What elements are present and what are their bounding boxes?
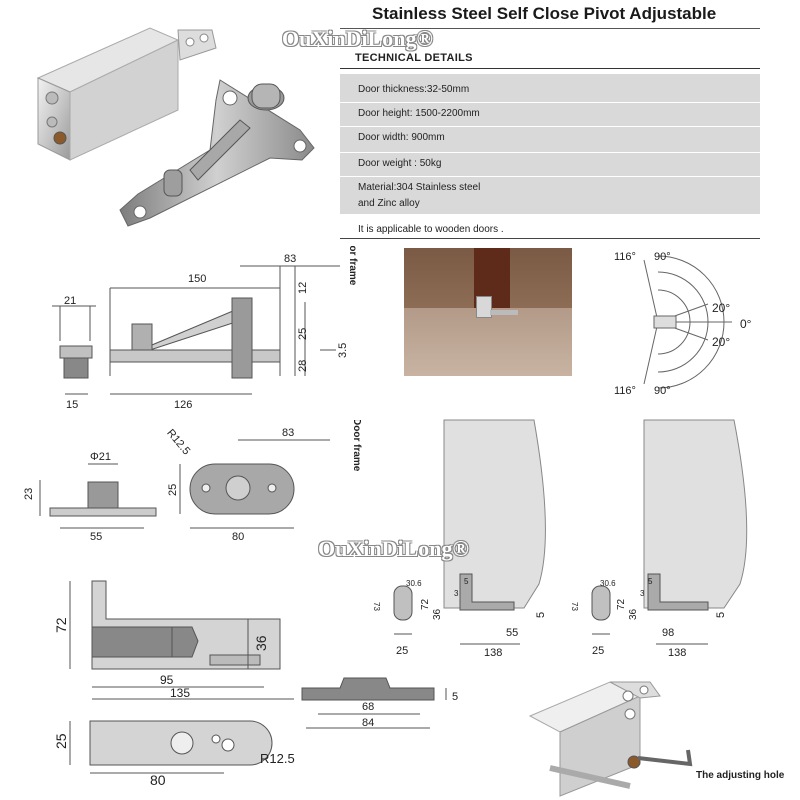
install-l-3: 3	[454, 589, 459, 598]
spec-door-weight: Door weight : 50kg	[358, 158, 442, 169]
section-drawing: 72 36 95 135 25 80 R12.5	[53, 580, 295, 785]
section-36: 36	[253, 635, 269, 651]
install-r-25: 25	[592, 645, 604, 657]
watermark-top: OuXinDiLong®	[282, 26, 433, 51]
watermark-middle: OuXinDiLong®	[318, 536, 469, 561]
dim-phi-21: Φ21	[90, 451, 111, 463]
dim-126: 126	[174, 399, 192, 411]
page-title: Stainless Steel Self Close Pivot Adjusta…	[372, 4, 717, 23]
angle-116-bottom: 116°	[614, 385, 636, 397]
section-135: 135	[170, 686, 190, 700]
bottom-plate-drawing: Φ21 23 55 R12.5 83 25 80 Door frame	[23, 420, 362, 540]
angle-20-upper: 20°	[712, 301, 730, 315]
door-frame-label-top: Door frame	[347, 246, 358, 286]
adjusting-photo	[528, 681, 693, 797]
dim-25: 25	[297, 328, 309, 340]
install-r-5a: 5	[648, 577, 653, 586]
install-l-72: 72	[420, 598, 431, 610]
product-photo	[36, 27, 315, 227]
dim-25-plate: 25	[167, 484, 179, 496]
small-plate-drawing: 68 84 5	[301, 677, 458, 729]
install-diagrams: 30.6 5 3 73 72 36 25 138 55 5 30.6 5 3 7…	[372, 419, 748, 659]
dim-15: 15	[66, 399, 78, 411]
door-photo	[404, 248, 572, 376]
small-plate-68: 68	[362, 701, 374, 713]
install-l-5a: 5	[464, 577, 469, 586]
install-r-73: 73	[570, 602, 579, 611]
dim-83: 83	[284, 253, 296, 265]
spec-material: Material:304 Stainless steel	[358, 182, 481, 193]
dim-28: 28	[297, 360, 309, 372]
technical-details-divider	[340, 68, 760, 69]
angle-90-bottom: 90°	[654, 385, 671, 397]
spec-door-thickness: Door thickness:32-50mm	[358, 84, 470, 95]
plan-25: 25	[53, 733, 69, 749]
install-l-25: 25	[396, 645, 408, 657]
install-r-36: 36	[628, 608, 639, 620]
install-r-30-6: 30.6	[600, 579, 616, 588]
top-view-drawing: 21 15 150 83 12 25 28 3.5 126 Door frame	[52, 246, 358, 411]
spec-material-cont: and Zinc alloy	[358, 198, 420, 209]
applicability-note: It is applicable to wooden doors .	[358, 224, 504, 235]
angle-20-lower: 20°	[712, 335, 730, 349]
spec-door-width: Door width: 900mm	[358, 132, 445, 143]
door-frame-label-bottom: Door frame	[351, 420, 362, 472]
install-l-30-6: 30.6	[406, 579, 422, 588]
title-divider	[340, 28, 760, 29]
angle-diagram: 116° 90° 20° 0° 20° 116° 90°	[614, 251, 752, 397]
section-72: 72	[53, 617, 69, 633]
dim-23: 23	[23, 488, 35, 500]
section-95: 95	[160, 673, 174, 687]
angle-116-top: 116°	[614, 251, 636, 263]
plan-80: 80	[150, 772, 166, 785]
dim-12: 12	[297, 282, 309, 294]
install-l-36: 36	[432, 608, 443, 620]
dim-21: 21	[64, 295, 76, 307]
install-r-72: 72	[616, 598, 627, 610]
spec-door-height: Door height: 1500-2200mm	[358, 108, 480, 119]
angle-90-top: 90°	[654, 251, 671, 263]
install-l-5b: 5	[535, 612, 547, 618]
applicability-divider	[340, 238, 760, 239]
install-l-73: 73	[372, 602, 381, 611]
dim-80-plate: 80	[232, 531, 244, 540]
install-l-138: 138	[484, 647, 502, 659]
install-r-138: 138	[668, 647, 686, 659]
plan-r12-5: R12.5	[260, 751, 295, 766]
adjusting-hole-caption: The adjusting hole	[696, 770, 785, 781]
dim-83-plate: 83	[282, 427, 294, 439]
install-r-98: 98	[662, 627, 674, 639]
angle-0: 0°	[740, 317, 752, 331]
spec-table: Door thickness:32-50mm Door height: 1500…	[340, 74, 760, 214]
dim-150: 150	[188, 273, 206, 285]
install-r-5b: 5	[715, 612, 727, 618]
technical-details-heading: TECHNICAL DETAILS	[355, 52, 473, 64]
small-plate-5: 5	[452, 691, 458, 703]
dim-r12-5-top: R12.5	[164, 427, 192, 457]
dim-55: 55	[90, 531, 102, 540]
install-r-3: 3	[640, 589, 645, 598]
small-plate-84: 84	[362, 717, 374, 729]
install-l-55: 55	[506, 627, 518, 639]
dim-3-5: 3.5	[337, 343, 349, 358]
